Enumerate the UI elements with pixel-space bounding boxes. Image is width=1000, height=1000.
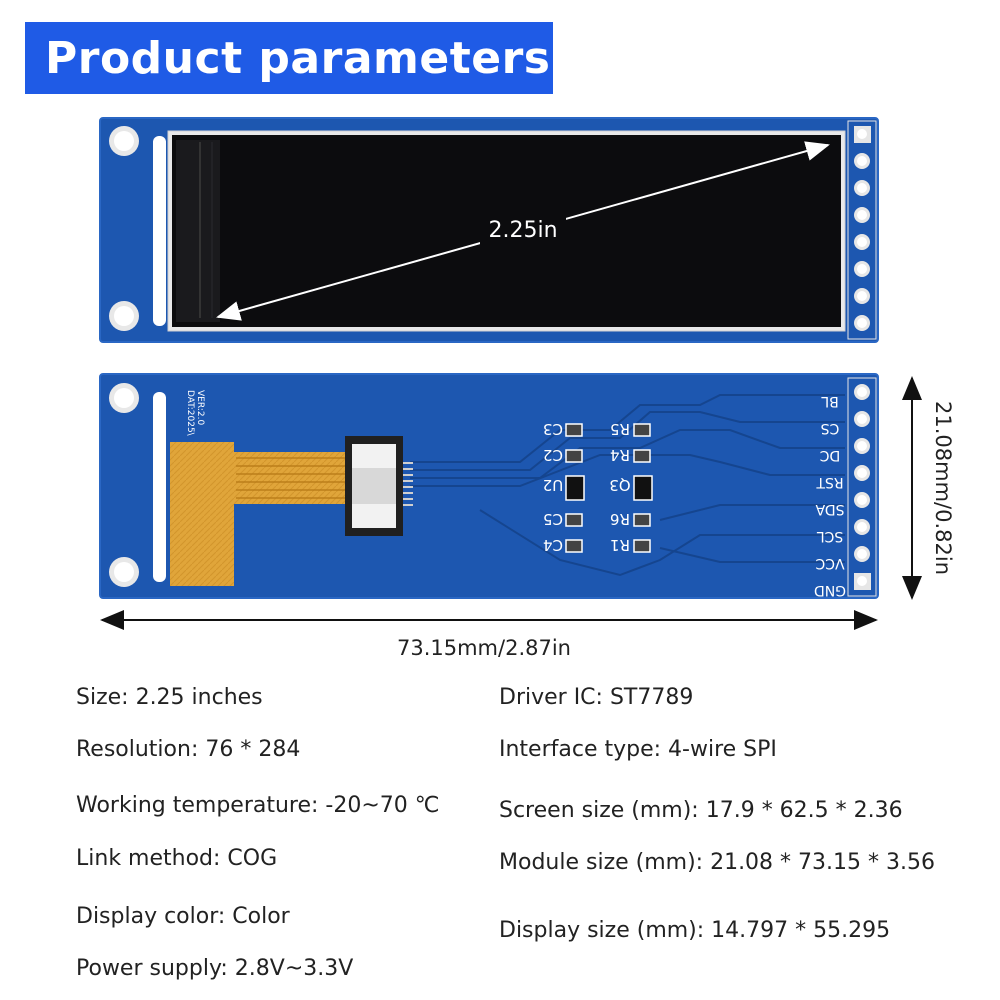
fpc-connector: [345, 436, 413, 536]
pin-label-sda: SDA: [815, 501, 844, 517]
diagonal-label: 2.25in: [488, 218, 557, 243]
label-u2: U2: [543, 476, 564, 494]
spec-display-size: Display size (mm): 14.797 * 55.295: [499, 918, 891, 943]
label-r4: R4: [610, 446, 630, 464]
page-title: Product parameters: [45, 32, 551, 84]
label-c3: C3: [543, 420, 563, 438]
pin-label-dc: DC: [820, 447, 841, 463]
pin-label-cs: CS: [821, 420, 840, 436]
spec-display-color: Display color: Color: [76, 904, 290, 929]
spec-resolution: Resolution: 76 * 284: [76, 737, 301, 762]
mounting-hole: [109, 301, 139, 331]
board-slot: [153, 136, 166, 326]
spec-screen-size: Screen size (mm): 17.9 * 62.5 * 2.36: [499, 798, 903, 823]
pin-label-scl: SCL: [817, 528, 844, 544]
front-pin-header: [847, 120, 877, 340]
height-label: 21.08mm/0.82in: [931, 401, 955, 575]
spec-module-size: Module size (mm): 21.08 * 73.15 * 3.56: [499, 850, 935, 875]
fpc-flex-cable: [170, 442, 350, 586]
back-pin-header: [847, 377, 877, 597]
width-label: 73.15mm/2.87in: [397, 636, 571, 660]
label-c4: C4: [543, 536, 563, 554]
spec-interface-type: Interface type: 4-wire SPI: [499, 737, 777, 762]
label-c2: C2: [543, 446, 563, 464]
mounting-hole: [109, 126, 139, 156]
spec-size: Size: 2.25 inches: [76, 685, 263, 710]
spec-link-method: Link method: COG: [76, 846, 278, 871]
label-r1: R1: [610, 536, 630, 554]
front-board: 2.25in: [99, 117, 879, 343]
pin-label-bl: BL: [821, 393, 839, 409]
spec-power-supply: Power supply: 2.8V~3.3V: [76, 956, 354, 981]
spec-working-temperature: Working temperature: -20~70 ℃: [76, 793, 440, 818]
silk-date: DAT:2025\: [185, 390, 195, 437]
board-slot: [153, 392, 166, 582]
pcb-traces: [410, 394, 845, 577]
label-c5: C5: [543, 510, 563, 528]
spec-driver-ic: Driver IC: ST7789: [499, 685, 694, 710]
pin-label-gnd: GND: [814, 582, 846, 598]
smd-components: [565, 423, 653, 553]
back-board: VER:2.0 DAT:2025\ C3 C2 U2 C5 C4 R5 R4 Q…: [99, 373, 879, 599]
label-r6: R6: [610, 510, 630, 528]
label-q3: Q3: [609, 476, 630, 494]
pin-label-vcc: VCC: [815, 555, 844, 571]
mounting-hole: [109, 557, 139, 587]
silk-version: VER:2.0: [195, 390, 205, 425]
pin-label-rst: RST: [816, 474, 844, 490]
mounting-hole: [109, 383, 139, 413]
label-r5: R5: [610, 420, 630, 438]
title-banner: Product parameters: [25, 22, 553, 94]
